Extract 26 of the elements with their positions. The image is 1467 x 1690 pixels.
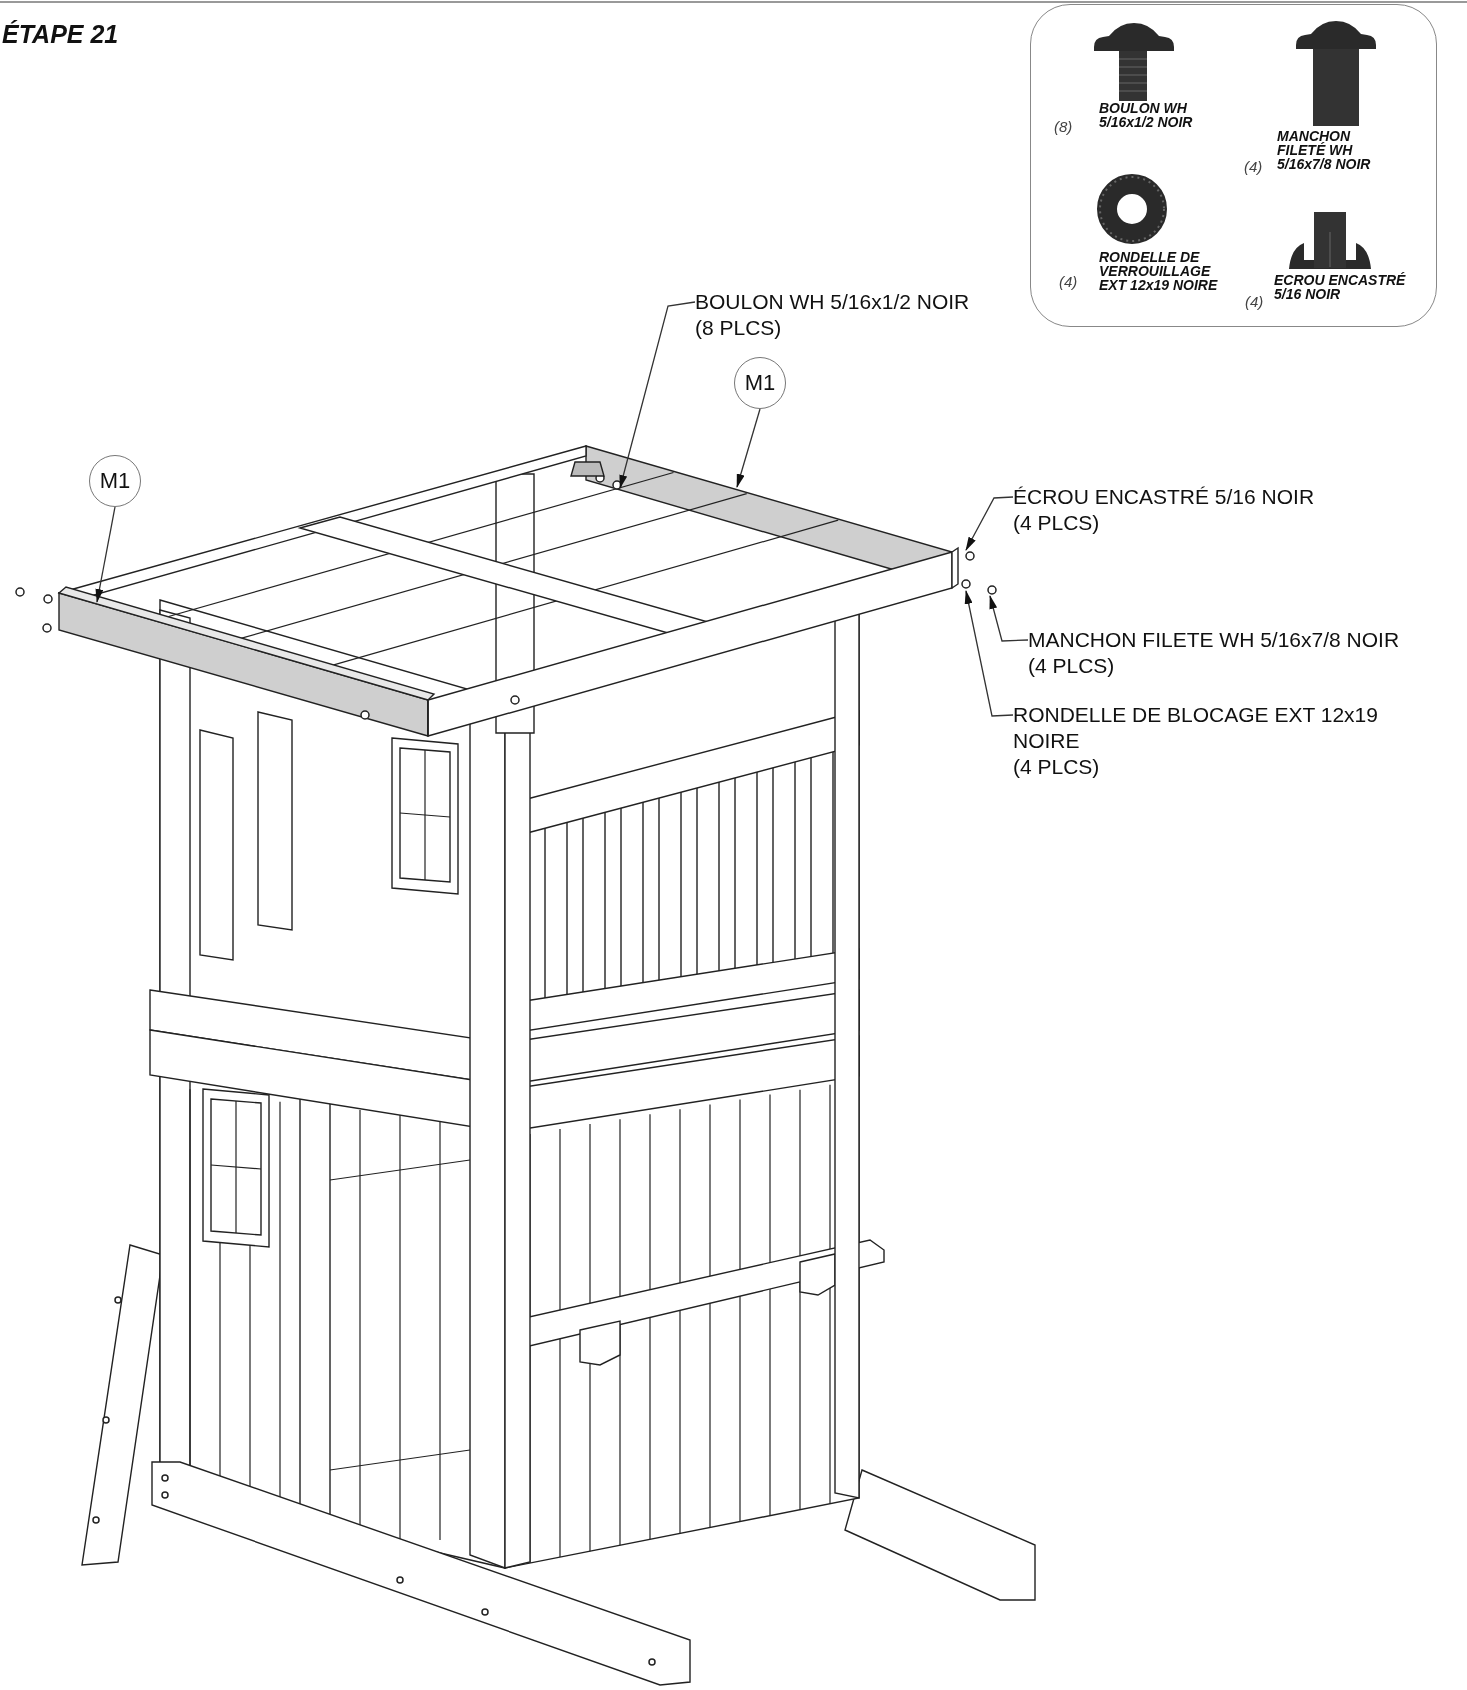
callout-circle: M1 bbox=[734, 357, 786, 409]
leader-arrow bbox=[965, 496, 1014, 551]
callout-circle: M1 bbox=[89, 455, 141, 507]
part-name: ECROU ENCASTRÉ 5/16 NOIR bbox=[1274, 273, 1407, 301]
leader-arrow bbox=[989, 595, 1029, 642]
leader-arrow bbox=[619, 301, 696, 489]
part-name: MANCHON FILETÉ WH 5/16x7/8 NOIR bbox=[1277, 129, 1372, 171]
step-title: ÉTAPE 21 bbox=[2, 20, 119, 49]
quantity-text: (4 PLCS) bbox=[1028, 653, 1116, 679]
part-name: ÉCROU ENCASTRÉ 5/16 NOIR bbox=[1013, 484, 1315, 510]
part-name: BOULON WH 5/16x1/2 NOIR bbox=[1099, 101, 1194, 129]
quantity-text: (4 PLCS) bbox=[1013, 754, 1101, 780]
leader-arrow bbox=[736, 408, 761, 488]
quantity-text: (4) bbox=[1059, 273, 1078, 290]
part-name: RONDELLE DE VERROUILLAGE EXT 12x19 NOIRE bbox=[1099, 250, 1219, 292]
part-name: BOULON WH 5/16x1/2 NOIR bbox=[695, 289, 970, 315]
quantity-text: (4) bbox=[1245, 293, 1264, 310]
part-name: RONDELLE DE BLOCAGE EXT 12x19 NOIRE bbox=[1013, 702, 1379, 754]
leader-arrow bbox=[95, 506, 116, 603]
parts-panel bbox=[1030, 4, 1437, 327]
quantity-text: (4 PLCS) bbox=[1013, 510, 1101, 536]
quantity-text: (4) bbox=[1244, 158, 1263, 175]
quantity-text: (8) bbox=[1054, 118, 1073, 135]
leader-arrow bbox=[964, 590, 1014, 717]
part-name: MANCHON FILETE WH 5/16x7/8 NOIR bbox=[1028, 627, 1400, 653]
quantity-text: (8 PLCS) bbox=[695, 315, 783, 341]
